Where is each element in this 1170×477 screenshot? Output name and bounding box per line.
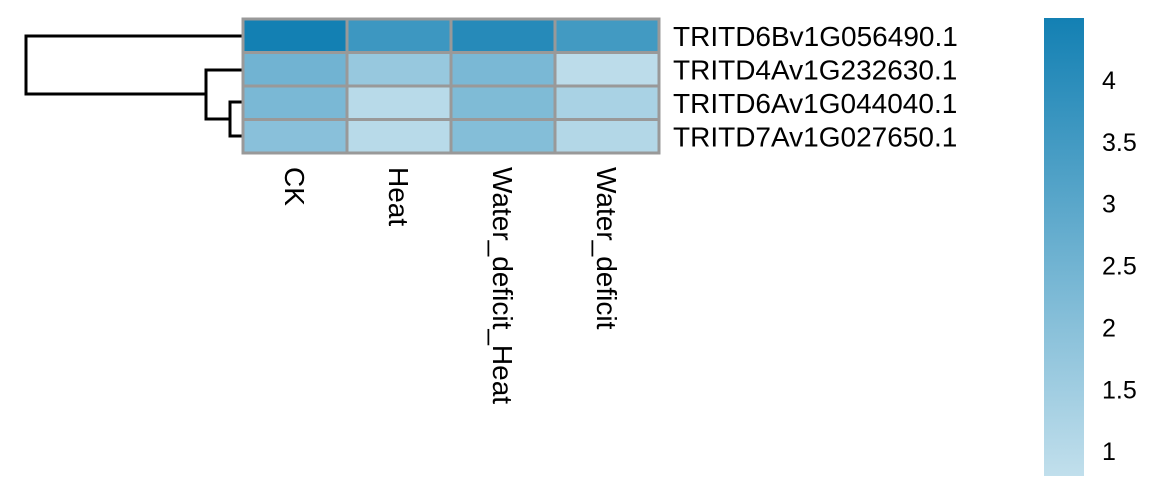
heatmap-cell [345, 17, 453, 54]
color-legend-tick-label: 1.5 [1102, 376, 1137, 404]
heatmap-cell [449, 17, 557, 54]
row-labels: TRITD6Bv1G056490.1TRITD4Av1G232630.1TRIT… [673, 21, 958, 153]
heatmap-cell [241, 17, 349, 54]
heatmap-cell [553, 17, 661, 54]
heatmap-cell [345, 51, 453, 88]
heatmap-cell [553, 84, 661, 121]
heatmap-cell [345, 84, 453, 121]
column-label: Water_deficit_Heat [487, 167, 518, 404]
color-legend-ticks: 1 1.5 2 2.5 3 3.5 4 [1102, 67, 1137, 466]
heatmap-cell [553, 51, 661, 88]
dendrogram-branch-leaf-pair [228, 100, 242, 138]
column-label: Heat [383, 167, 414, 226]
dendrogram-branch-top [24, 34, 242, 96]
heatmap-cell [449, 118, 557, 155]
dendrogram-branch-middle [204, 68, 242, 94]
color-legend-tick-label: 2 [1102, 314, 1116, 342]
heatmap-cell [241, 51, 349, 88]
dendrogram-branch-low [204, 94, 230, 121]
column-label: Water_deficit [591, 167, 622, 330]
color-legend-tick-label: 2.5 [1102, 253, 1137, 281]
color-legend-tick-label: 4 [1102, 67, 1116, 95]
heatmap-cells [241, 17, 661, 155]
column-labels: CK Heat Water_deficit_Heat Water_deficit [279, 167, 622, 404]
heatmap-cell [345, 118, 453, 155]
color-legend-tick-label: 3.5 [1102, 129, 1137, 157]
heatmap-cell [553, 118, 661, 155]
row-label: TRITD4Av1G232630.1 [673, 54, 957, 85]
heatmap-cell [449, 51, 557, 88]
color-legend-bar [1044, 18, 1084, 476]
row-label: TRITD7Av1G027650.1 [673, 121, 957, 152]
heatmap-cell [241, 84, 349, 121]
row-dendrogram [24, 34, 242, 138]
row-label: TRITD6Bv1G056490.1 [673, 21, 958, 52]
row-label: TRITD6Av1G044040.1 [673, 88, 957, 119]
color-legend: 1 1.5 2 2.5 3 3.5 4 [1044, 18, 1137, 476]
heatmap-cell [241, 118, 349, 155]
color-legend-tick-label: 1 [1102, 438, 1116, 466]
column-label: CK [279, 167, 310, 206]
heatmap-cell [449, 84, 557, 121]
color-legend-tick-label: 3 [1102, 191, 1116, 219]
